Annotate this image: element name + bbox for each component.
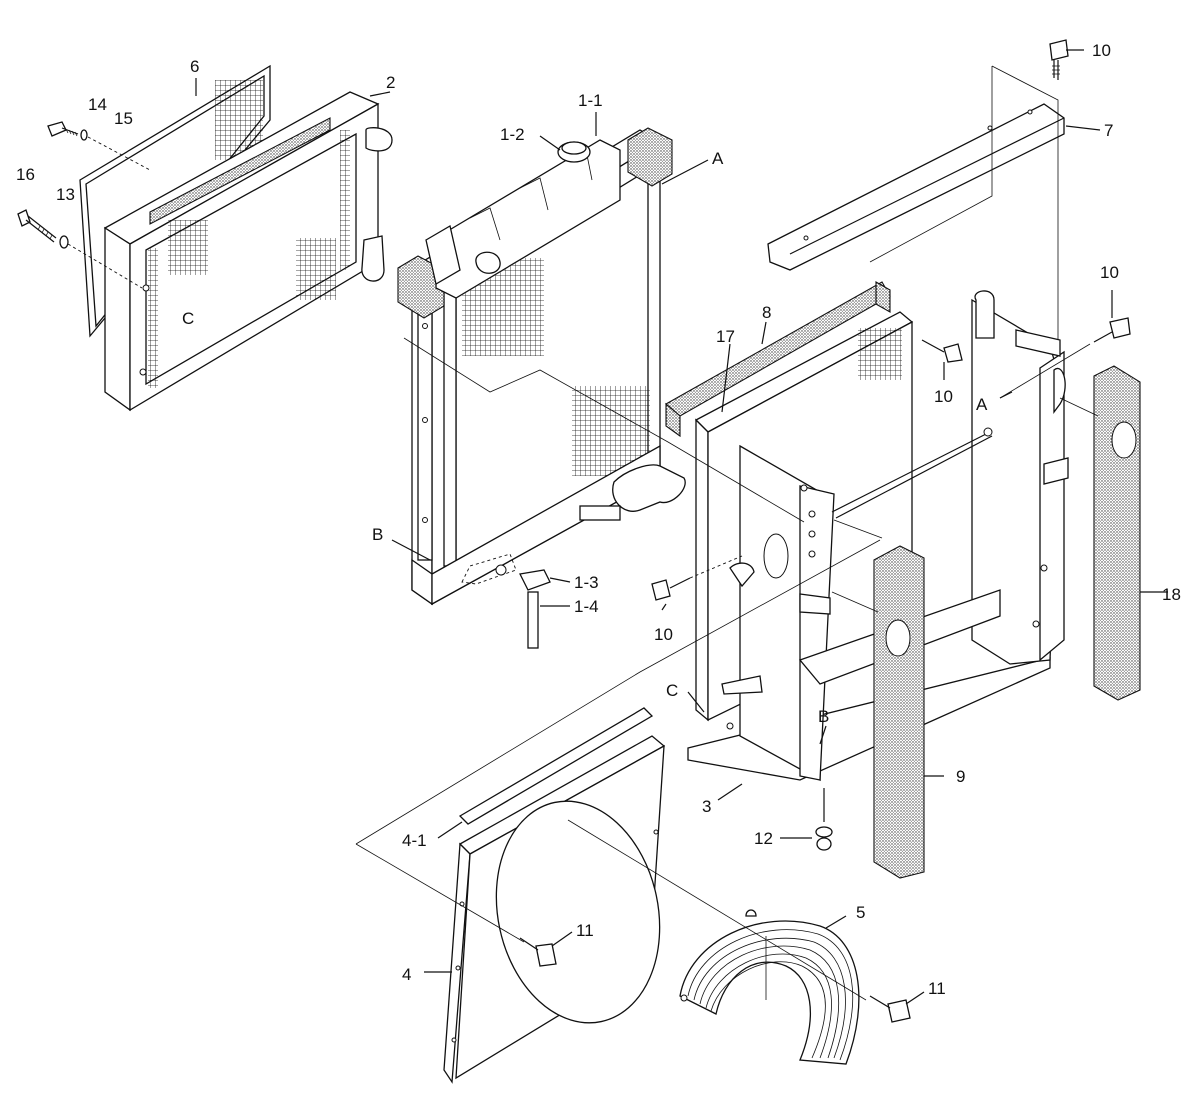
bolt-part-10-mid: [921, 339, 963, 363]
fan-shroud-part-4: [443, 735, 666, 1084]
callout-17: 17: [716, 327, 735, 346]
foam-part-9: [873, 545, 925, 879]
foam-seal-part-8: [665, 281, 891, 438]
callout-10-lower: 10: [654, 625, 673, 644]
washer-part-15: [80, 129, 88, 141]
callout-8: 8: [762, 303, 771, 322]
fan-guard-part-5: [679, 909, 860, 1065]
bolt-part-10-right: [1093, 317, 1131, 343]
callout-12: 12: [754, 829, 773, 848]
bolt-part-10-lower: [651, 577, 691, 601]
callout-4-1: 4-1: [402, 831, 427, 850]
support-frame-part-3: [687, 290, 1069, 782]
seal-strip-part-4-1: [458, 707, 654, 825]
callout-10-mid: 10: [934, 387, 953, 406]
radiator-part-1-1: [397, 127, 686, 649]
bolt-part-11-right: [869, 995, 911, 1023]
bolt-part-16: [17, 209, 57, 243]
callout-13: 13: [56, 185, 75, 204]
callout-a-left: A: [712, 149, 724, 168]
callout-10-right: 10: [1100, 263, 1119, 282]
callout-c-left: C: [182, 309, 194, 328]
callout-a-right: A: [976, 395, 988, 414]
callout-16: 16: [16, 165, 35, 184]
callout-15: 15: [114, 109, 133, 128]
callout-1-4: 1-4: [574, 597, 599, 616]
guide-lines: [195, 49, 1168, 1005]
callout-14: 14: [88, 95, 107, 114]
callout-3: 3: [702, 797, 711, 816]
callout-b-left: B: [372, 525, 383, 544]
callout-6: 6: [190, 57, 199, 76]
callout-1-3: 1-3: [574, 573, 599, 592]
callout-9: 9: [956, 767, 965, 786]
washer-part-13: [59, 235, 69, 249]
callout-7: 7: [1104, 121, 1113, 140]
callout-18: 18: [1162, 585, 1181, 604]
bolt-part-12: [815, 788, 833, 851]
top-bracket-part-7: [767, 103, 1065, 271]
callout-2: 2: [386, 73, 395, 92]
callout-5: 5: [856, 903, 865, 922]
callout-c-right: C: [666, 681, 678, 700]
wing-bolt-part-14: [47, 121, 79, 137]
callout-1-1: 1-1: [578, 91, 603, 110]
foam-part-18: [1093, 365, 1141, 701]
callout-10-top: 10: [1092, 41, 1111, 60]
callouts: 6 2 14 15 16 13 C 1-1 1-2 A B 1-3 1-4 10…: [16, 41, 1181, 998]
callout-1-2: 1-2: [500, 125, 525, 144]
callout-11-left: 11: [576, 921, 594, 940]
bolt-part-10-top: [1049, 39, 1069, 80]
bolt-part-11-left: [519, 937, 557, 967]
callout-4: 4: [402, 965, 411, 984]
callout-b-right: B: [818, 707, 829, 726]
callout-11-right: 11: [928, 979, 946, 998]
oil-cooler-part-2: [103, 91, 393, 412]
